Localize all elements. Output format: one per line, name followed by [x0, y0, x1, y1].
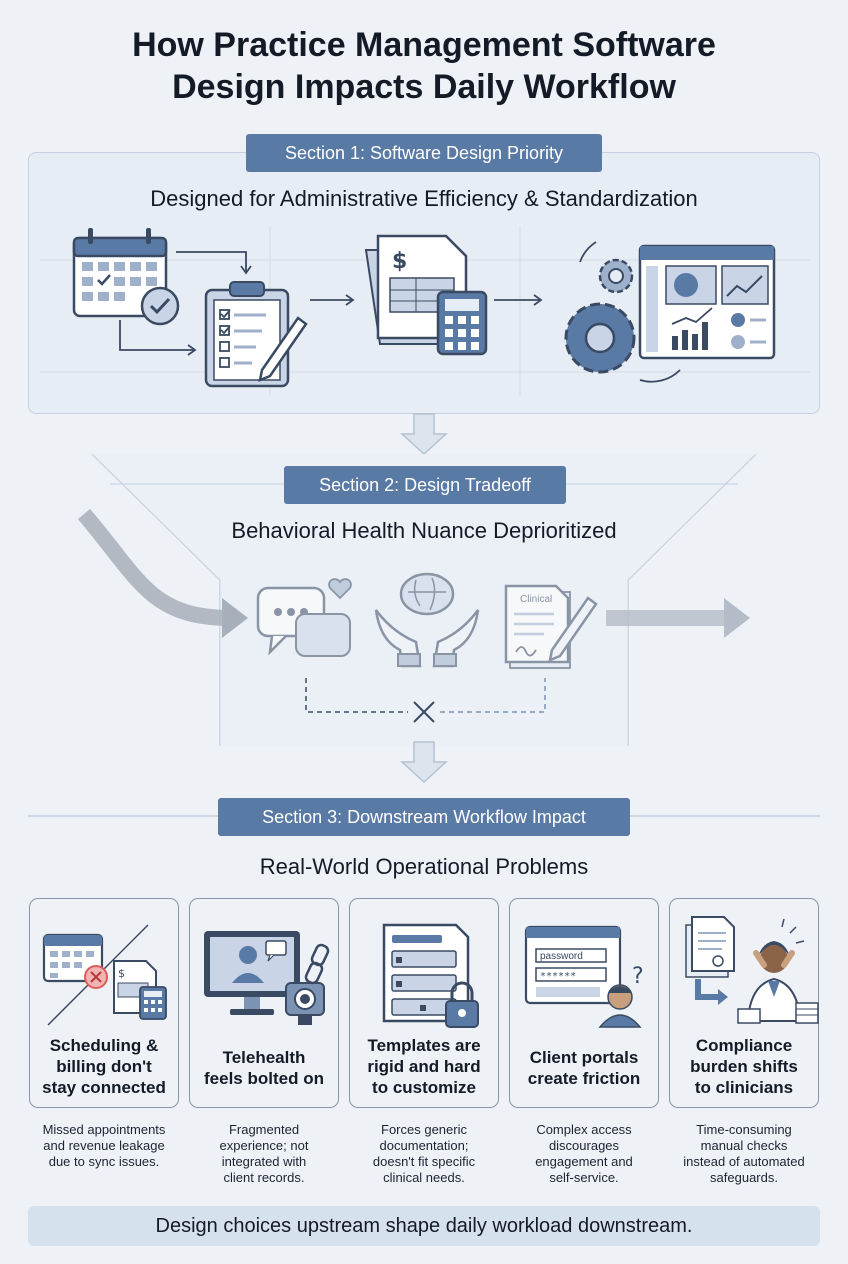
section-1-illustration: $ [40, 226, 810, 396]
svg-text:$: $ [392, 249, 407, 274]
password-label: password [540, 951, 583, 962]
down-arrow-2 [400, 741, 448, 784]
section-3-heading: Real-World Operational Problems [259, 854, 589, 879]
title-line-2: Design Impacts Daily Workflow [172, 68, 676, 106]
dashboard-icon [638, 244, 776, 360]
portal-login-icon: password ****** ? [524, 925, 644, 1028]
gears-icon [564, 241, 681, 383]
down-arrow-1 [400, 413, 448, 456]
page-title: How Practice Management Software Design … [0, 24, 848, 108]
svg-text:?: ? [632, 964, 644, 989]
checklist-icon [204, 281, 308, 388]
section-1-heading: Designed for Administrative Efficiency &… [150, 186, 698, 211]
calculator-icon [436, 290, 488, 356]
chat-heart-icon [256, 578, 352, 657]
footer-banner: Design choices upstream shape daily work… [28, 1206, 820, 1246]
calendar-icon [72, 228, 180, 326]
clinical-label: Clinical [520, 594, 552, 605]
clinical-note-icon: Clinical [504, 584, 598, 669]
title-line-1: How Practice Management Software [132, 26, 716, 64]
section-3-label: Section 3: Downstream Workflow Impact [218, 798, 630, 836]
section-1-label: Section 1: Software Design Priority [246, 134, 602, 172]
brain-hands-icon [374, 572, 480, 668]
stressed-clinician-icon [685, 916, 819, 1024]
calendar-billing-icon: $ [42, 924, 167, 1026]
svg-text:$: $ [118, 967, 125, 980]
telehealth-monitor-icon [204, 931, 330, 1025]
section-2-label: Section 2: Design Tradeoff [284, 466, 566, 504]
rigid-template-icon [382, 923, 479, 1028]
section-2-heading: Behavioral Health Nuance Deprioritized [231, 518, 617, 543]
password-mask: ****** [540, 971, 576, 982]
